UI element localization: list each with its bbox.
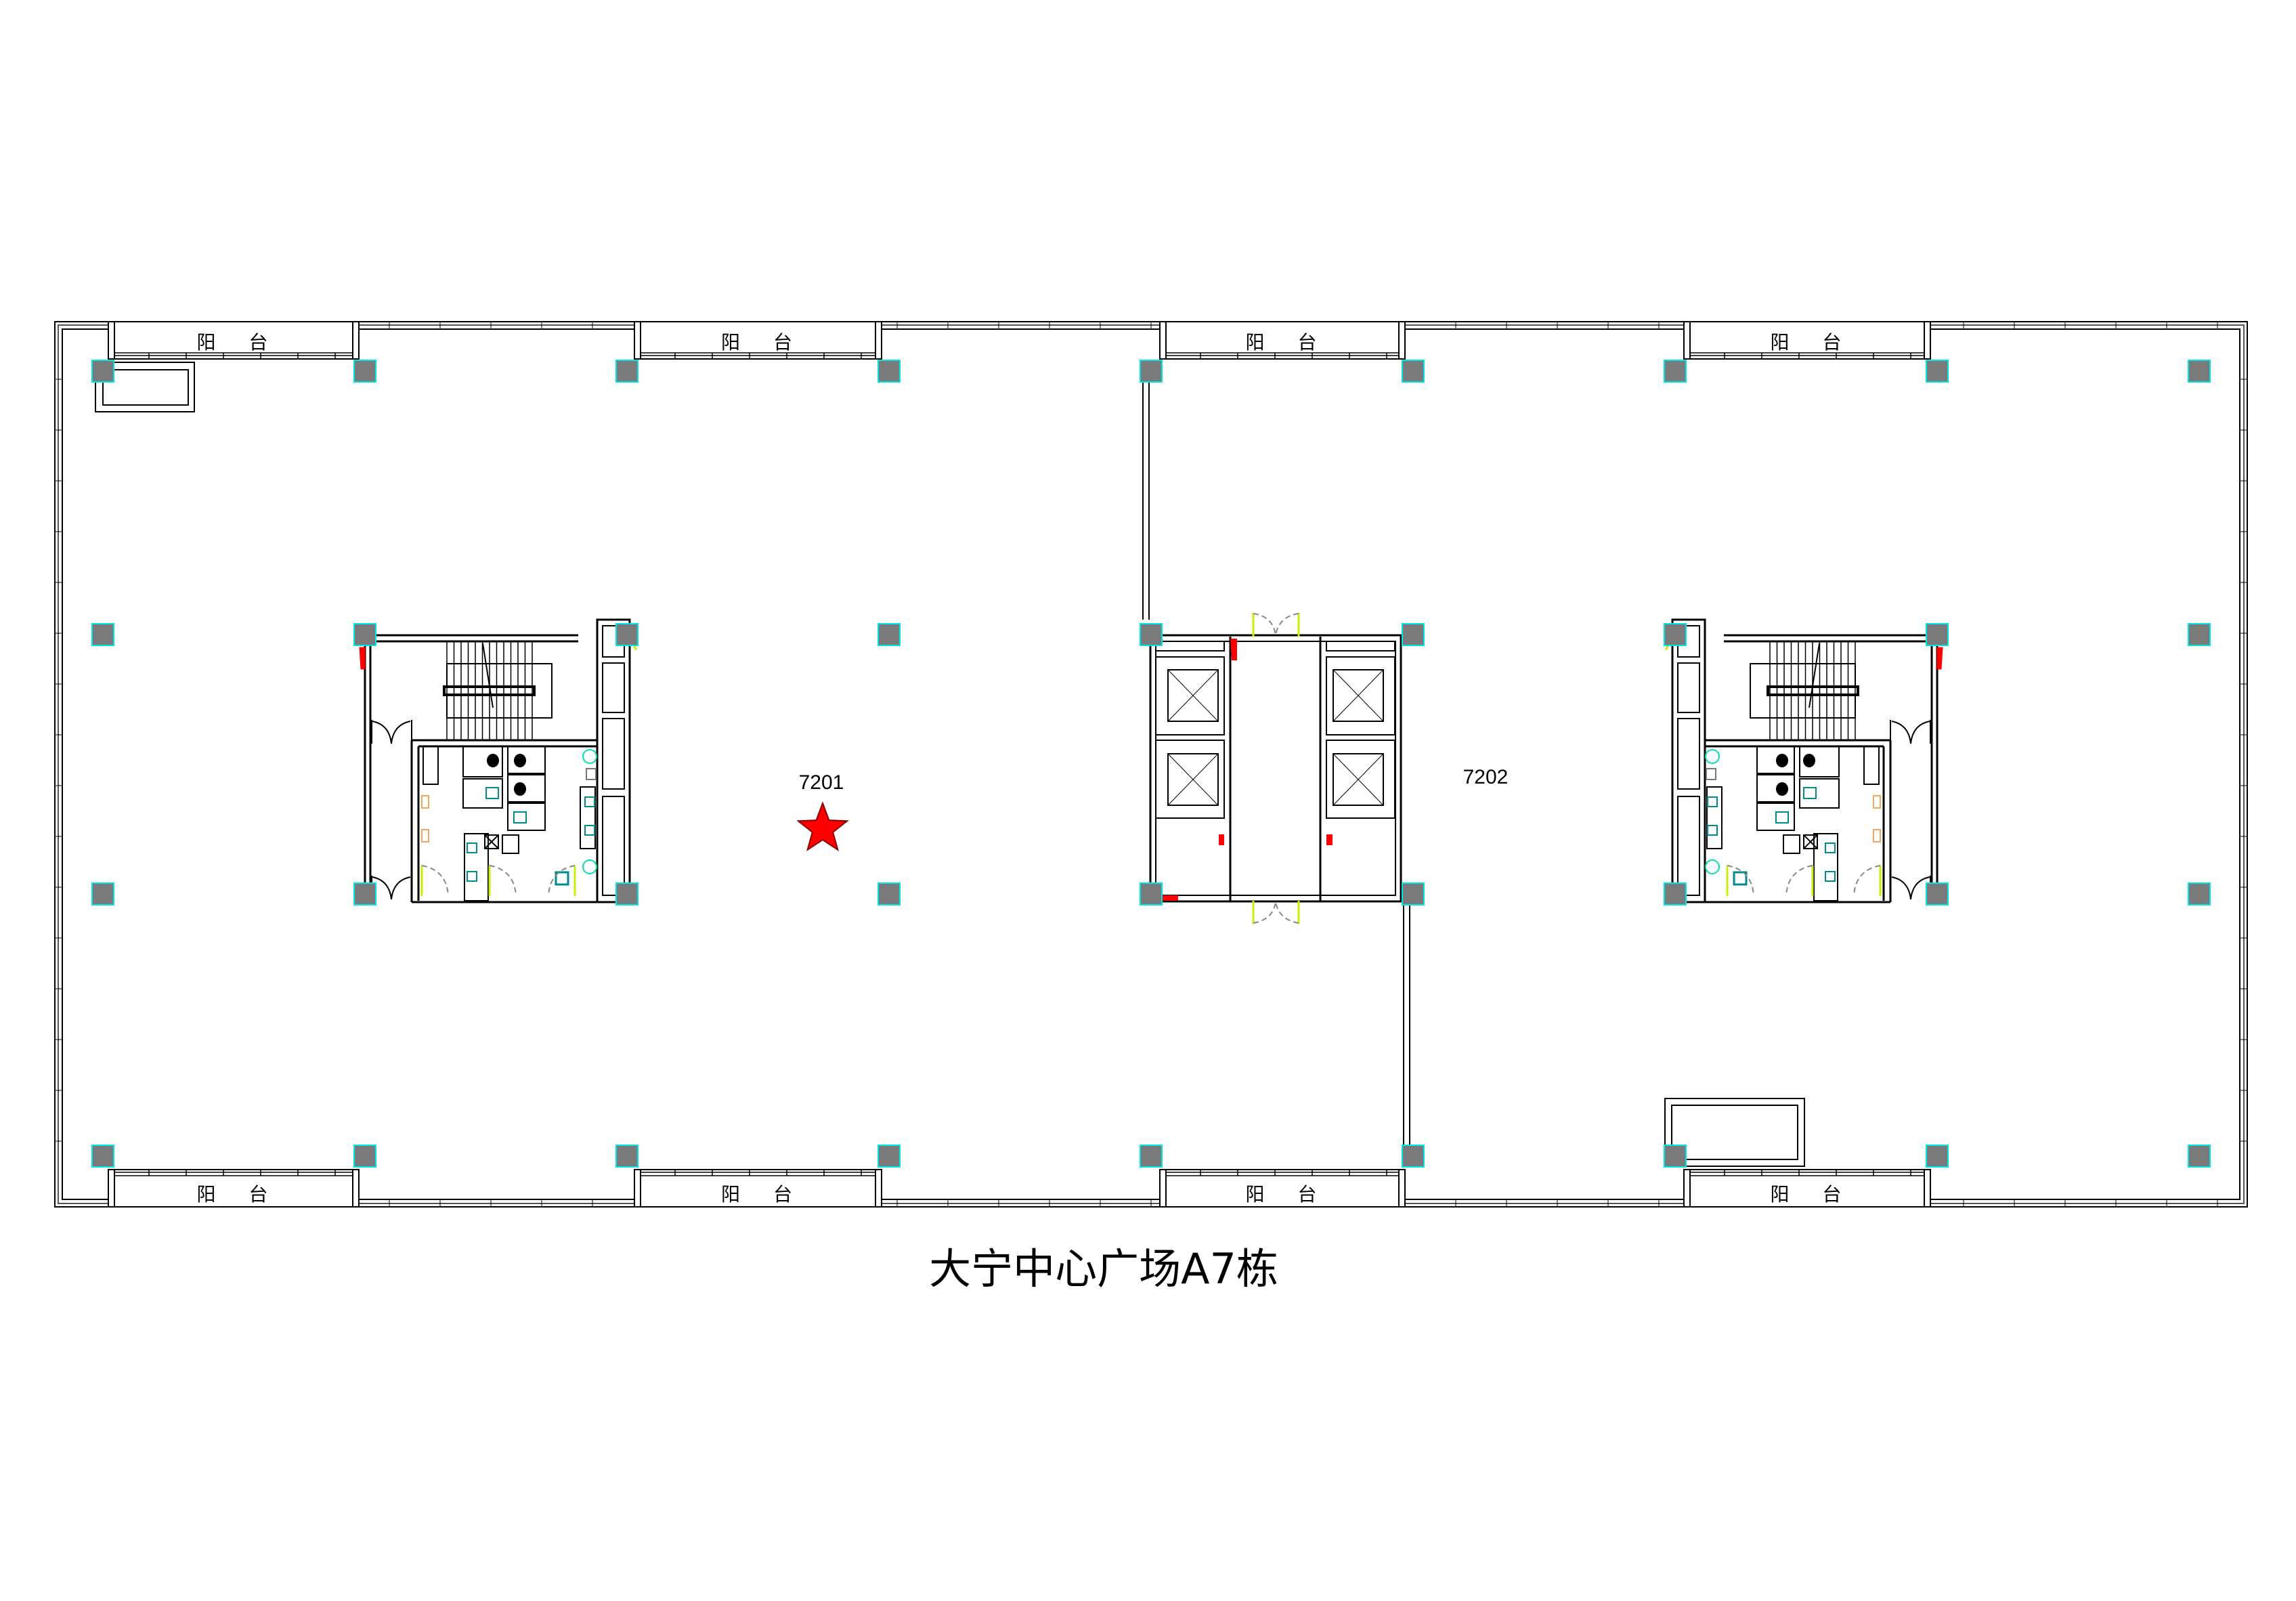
column (1140, 1145, 1163, 1168)
fire-equipment (1156, 639, 1333, 901)
exterior-wall (54, 321, 2248, 1208)
elevator-shaft (1326, 656, 1395, 735)
column (1926, 1145, 1949, 1168)
balcony-label: 阳 台 (721, 1183, 806, 1205)
elevator-shaft (1326, 740, 1395, 819)
lobby-door-top[interactable] (1252, 613, 1300, 637)
core-walls (1149, 634, 1402, 903)
stair-toilet-core-right (1664, 618, 1944, 903)
balcony-label: 阳 台 (1246, 331, 1330, 354)
structural-columns (91, 360, 2211, 1168)
double-door-lower[interactable] (371, 876, 412, 901)
balconies-bottom: 阳 台阳 台阳 台阳 台 (108, 1169, 1931, 1208)
balcony-bottom-4: 阳 台 (1683, 1169, 1931, 1208)
balcony-top-4: 阳 台 (1683, 321, 1931, 360)
column (878, 623, 901, 646)
balcony-bottom-3: 阳 台 (1159, 1169, 1406, 1208)
partition-wall-upper (1142, 372, 1150, 620)
column (91, 360, 114, 383)
balcony-label: 阳 台 (721, 331, 806, 354)
fire-hydrant (359, 647, 366, 670)
column (353, 360, 376, 383)
column (1664, 1145, 1687, 1168)
double-door-upper[interactable] (371, 720, 412, 744)
column (1140, 882, 1163, 905)
column (1664, 360, 1687, 383)
elevator-core (1149, 613, 1402, 924)
column (1926, 623, 1949, 646)
column (1402, 623, 1425, 646)
column (2188, 882, 2211, 905)
balcony-bottom-2: 阳 台 (634, 1169, 882, 1208)
balcony-label: 阳 台 (1771, 1183, 1855, 1205)
planter-box-bottom-right (1664, 1098, 1805, 1167)
lobby-door-bottom[interactable] (1252, 901, 1300, 924)
column (615, 623, 638, 646)
column (1664, 882, 1687, 905)
stair-toilet-core-left (359, 618, 638, 903)
unit-label-7201: 7201 (799, 771, 844, 794)
partition-wall-lower (1403, 901, 1410, 1165)
balcony-top-3: 阳 台 (1159, 321, 1406, 360)
column (2188, 623, 2211, 646)
column (2188, 1145, 2211, 1168)
column (615, 360, 638, 383)
balconies-top: 阳 台阳 台阳 台阳 台 (108, 321, 1931, 360)
column (1140, 623, 1163, 646)
column (91, 1145, 114, 1168)
column (91, 623, 114, 646)
column (1140, 360, 1163, 383)
core-walls (364, 618, 631, 903)
column (91, 882, 114, 905)
column (1402, 360, 1425, 383)
elevator-shaft (1155, 656, 1225, 735)
column (615, 1145, 638, 1168)
balcony-label: 阳 台 (197, 1183, 282, 1205)
elevator-shaft (1155, 740, 1225, 819)
elevators (1155, 656, 1395, 819)
toilet-stalls (421, 746, 597, 901)
column (878, 1145, 901, 1168)
balcony-label: 阳 台 (1246, 1183, 1330, 1205)
column (353, 623, 376, 646)
unit-label-7202: 7202 (1463, 766, 1509, 788)
column (1402, 1145, 1425, 1168)
balcony-top-1: 阳 台 (108, 321, 360, 360)
column (1926, 882, 1949, 905)
column (878, 360, 901, 383)
planter-box-top-left (95, 362, 195, 412)
column (878, 882, 901, 905)
toilet-doors[interactable] (420, 635, 638, 897)
page-title: 大宁中心广场A7栋 (929, 1244, 1278, 1294)
star-icon (796, 801, 849, 851)
column (1402, 882, 1425, 905)
column (2188, 360, 2211, 383)
balcony-label: 阳 台 (197, 331, 282, 354)
column (353, 1145, 376, 1168)
balcony-top-2: 阳 台 (634, 321, 882, 360)
column (615, 882, 638, 905)
column (1926, 360, 1949, 383)
column (353, 882, 376, 905)
staircase (443, 641, 553, 740)
balcony-label: 阳 台 (1771, 331, 1855, 354)
column (1664, 623, 1687, 646)
balcony-bottom-1: 阳 台 (108, 1169, 360, 1208)
